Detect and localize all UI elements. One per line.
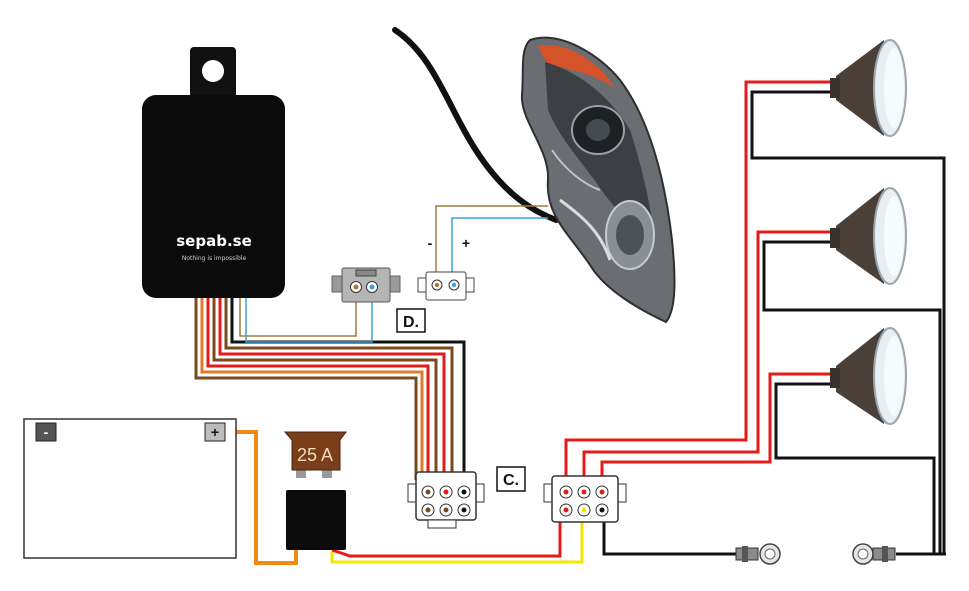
headlight	[520, 36, 676, 324]
wire-tan-headlight	[435, 205, 548, 280]
label-c: C.	[496, 466, 526, 492]
wire-blue-headlight	[451, 217, 548, 280]
ring-terminal-left	[735, 543, 781, 565]
spotlight-1	[830, 39, 907, 137]
wire-brown-2	[212, 298, 438, 480]
wire-brown-1	[194, 298, 418, 480]
wire-black-spot1	[750, 90, 946, 554]
label-d-text: D.	[403, 314, 419, 331]
fuse: 25 A	[283, 431, 347, 478]
wires	[194, 27, 946, 565]
wire-red-spot2	[582, 230, 836, 488]
battery-positive: +	[211, 424, 219, 440]
wire-red-spot1	[564, 80, 836, 488]
label-c-text: C.	[503, 472, 519, 489]
wire-orange-1	[200, 298, 424, 480]
spotlight-3	[830, 327, 907, 425]
fuse-rating: 25 A	[297, 445, 333, 465]
wire-red-1	[206, 298, 430, 480]
controller-brand: sepab.se	[176, 232, 252, 250]
wire-black-spot2	[762, 240, 942, 554]
label-d: D.	[396, 308, 426, 333]
wire-tan-sense	[239, 290, 357, 337]
wire-red-2	[218, 298, 446, 480]
wire-red-spot3	[600, 372, 836, 488]
headlight-plug: - +	[417, 235, 475, 301]
connector-c-right	[543, 475, 627, 523]
wire-red-relay	[331, 496, 562, 558]
wire-brown-3	[224, 298, 454, 480]
battery: - +	[23, 418, 237, 559]
controller-tagline: Nothing is impossible	[182, 255, 247, 262]
wire-black-ground-c	[602, 512, 738, 556]
controller-unit: sepab.se Nothing is impossible	[142, 47, 285, 298]
spotlight-2	[830, 187, 907, 285]
headlight-plug-minus: -	[428, 235, 433, 251]
ring-terminal-right	[852, 543, 896, 565]
relay	[286, 490, 346, 550]
wire-orange-battery	[226, 430, 298, 565]
headlight-plug-plus: +	[462, 235, 470, 251]
wire-yellow-relay	[330, 512, 584, 564]
connector-c-left	[407, 471, 485, 529]
connector-d-socket	[331, 267, 401, 303]
wire-blue-sense	[245, 290, 373, 343]
battery-negative: -	[44, 424, 49, 440]
wire-black-spot3	[774, 382, 936, 554]
